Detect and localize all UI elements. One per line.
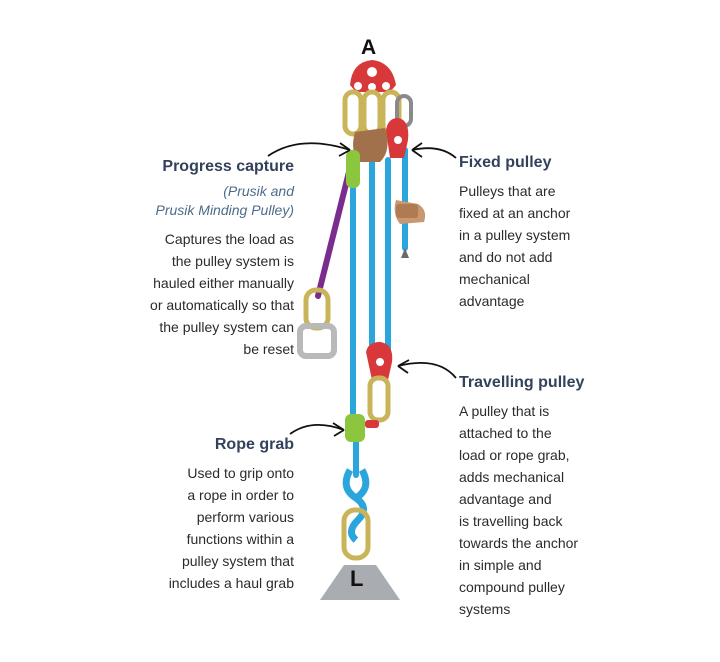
travelling-pulley-callout: Travelling pulley A pulley that is attac… [459, 374, 659, 620]
figure-eight-knot [342, 468, 370, 543]
anchor-label: A [361, 36, 377, 59]
load-carabiner [341, 507, 371, 561]
anchor-plate [350, 60, 396, 92]
hand-icon [394, 200, 426, 258]
progress-capture-callout: Progress capture (Prusik and Prusik Mind… [110, 158, 294, 360]
rope-grab-icon [345, 414, 379, 442]
travelling-pulley-title: Travelling pulley [459, 374, 585, 391]
load-weight [320, 565, 400, 600]
progress-capture-body: Captures the load as the pulley system i… [150, 231, 294, 357]
rope-grab-callout: Rope grab Used to grip onto a rope in or… [132, 436, 294, 594]
rope-grab-body: Used to grip onto a rope in order to per… [168, 465, 294, 591]
prusik-minding-pulley [346, 128, 388, 188]
load-label: L [350, 566, 364, 591]
prusik-carabiner [297, 287, 337, 359]
travelling-pulley-body: A pulley that is attached to the load or… [459, 403, 579, 617]
travelling-pulley-icon [366, 342, 393, 423]
fixed-pulley-body: Pulleys that are fixed at an anchor in a… [459, 183, 571, 309]
callout-arrows [267, 142, 457, 437]
fixed-pulley-callout: Fixed pulley Pulleys that are fixed at a… [459, 154, 649, 312]
fixed-pulley-title: Fixed pulley [459, 154, 552, 171]
rope-grab-title: Rope grab [214, 436, 294, 453]
fixed-pulley-icon [386, 118, 409, 158]
progress-capture-title: Progress capture [162, 158, 294, 175]
progress-capture-subtitle: (Prusik and Prusik Minding Pulley) [155, 183, 295, 218]
